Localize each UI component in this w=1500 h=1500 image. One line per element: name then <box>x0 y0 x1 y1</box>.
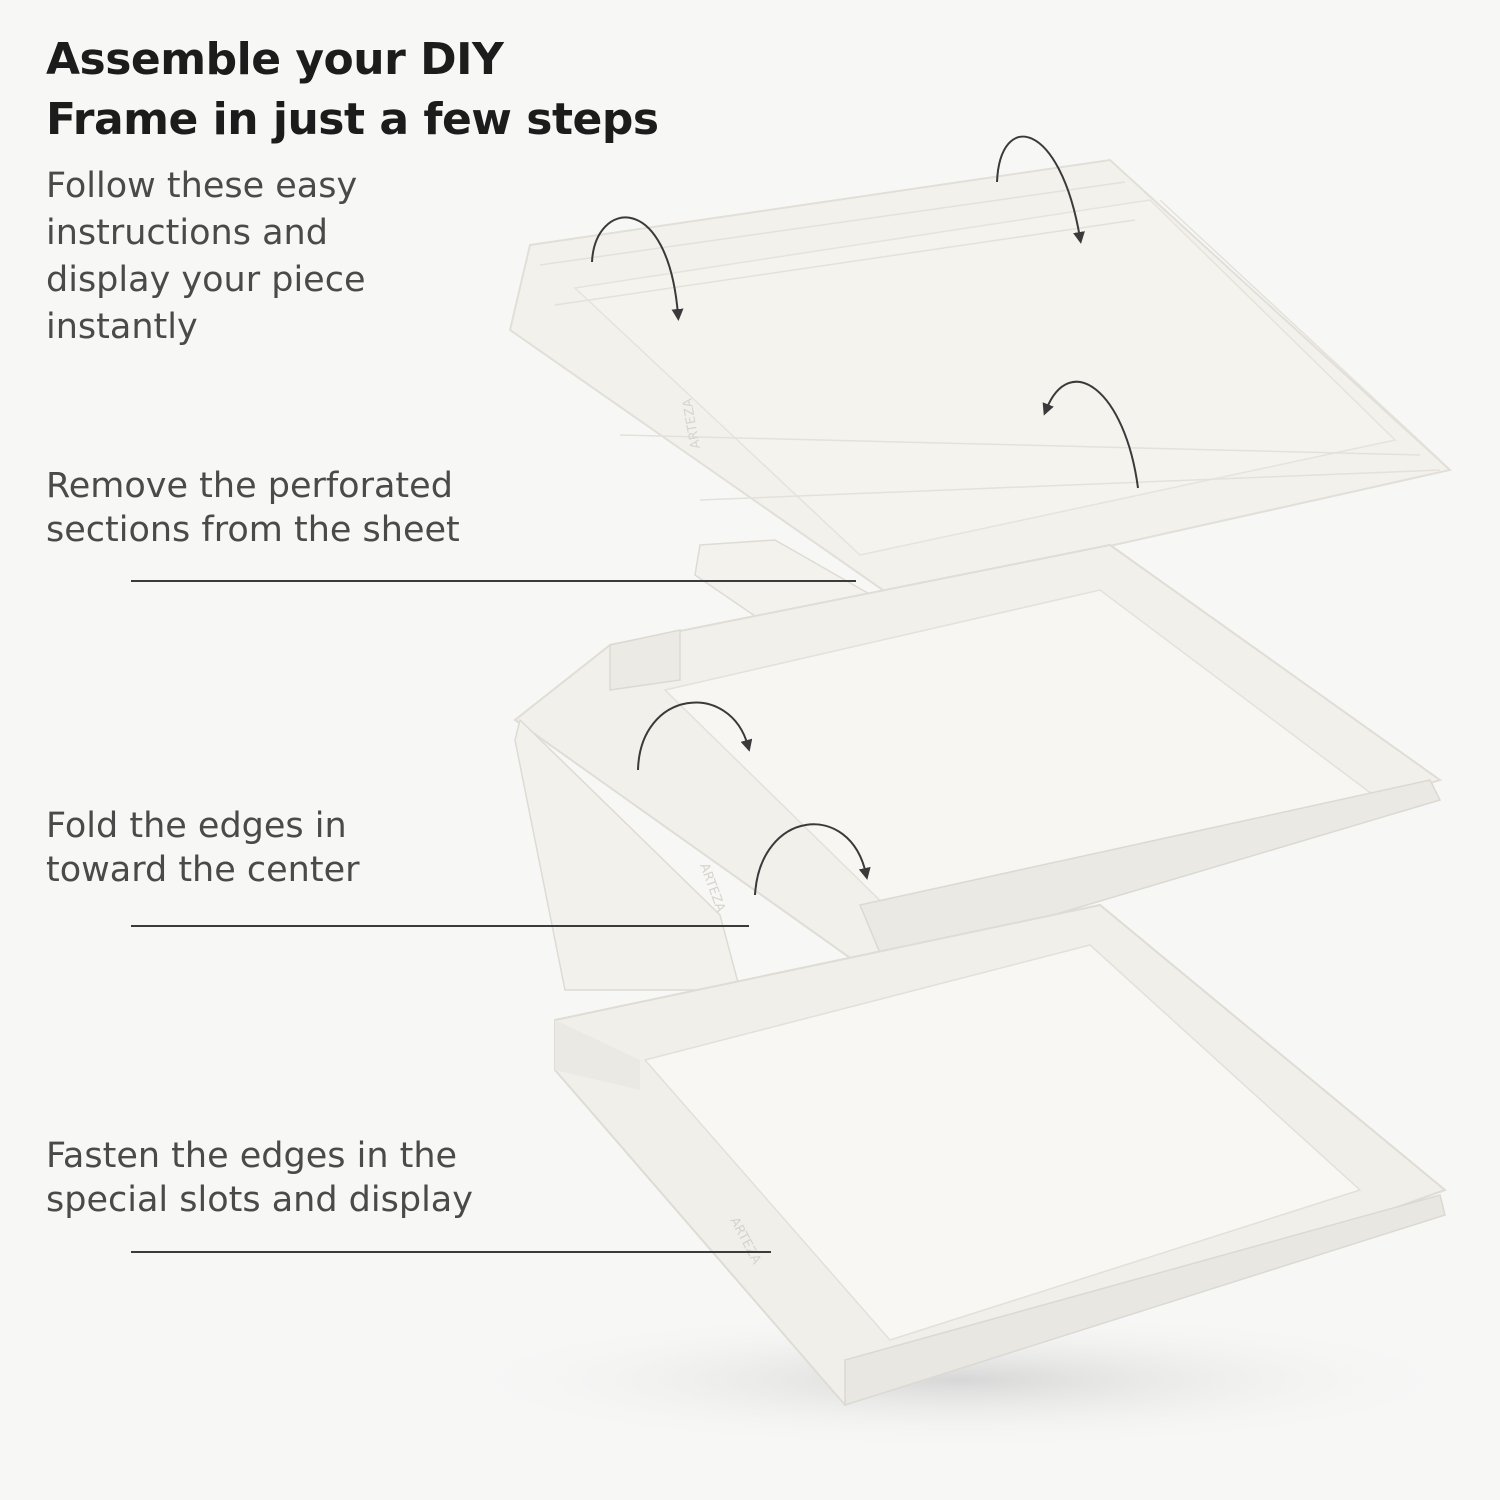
folding-frame: ARTEZA <box>513 543 1443 991</box>
step-3-line-2: special slots and display <box>46 1180 473 1220</box>
intro-text: Follow these easy instructions and displ… <box>46 163 365 351</box>
intro-line-2: instructions and <box>46 213 328 253</box>
step-2-leader-line <box>131 925 749 927</box>
curved-arrow-icon <box>591 135 1139 896</box>
step-1-line-2: sections from the sheet <box>46 510 460 550</box>
title-line-2: Frame in just a few steps <box>46 94 659 145</box>
intro-line-3: display your piece <box>46 260 366 300</box>
step-1-leader-line <box>131 580 856 582</box>
step-1-line-1: Remove the perforated <box>46 466 453 506</box>
ground-shadow <box>440 1310 1480 1450</box>
intro-line-1: Follow these easy <box>46 166 358 206</box>
step-3-text: Fasten the edges in the special slots an… <box>46 1134 473 1222</box>
title-line-1: Assemble your DIY <box>46 34 504 85</box>
step-2-line-1: Fold the edges in <box>46 806 347 846</box>
finished-frame: ARTEZA <box>554 903 1447 1407</box>
step-3-line-1: Fasten the edges in the <box>46 1136 458 1176</box>
flat-sheet: ARTEZA <box>508 158 1453 641</box>
intro-line-4: instantly <box>46 307 198 347</box>
step-2-text: Fold the edges in toward the center <box>46 804 360 892</box>
page-title: Assemble your DIY Frame in just a few st… <box>46 30 659 150</box>
step-3-leader-line <box>131 1251 771 1253</box>
step-2-line-2: toward the center <box>46 850 360 890</box>
step-1-text: Remove the perforated sections from the … <box>46 464 460 552</box>
